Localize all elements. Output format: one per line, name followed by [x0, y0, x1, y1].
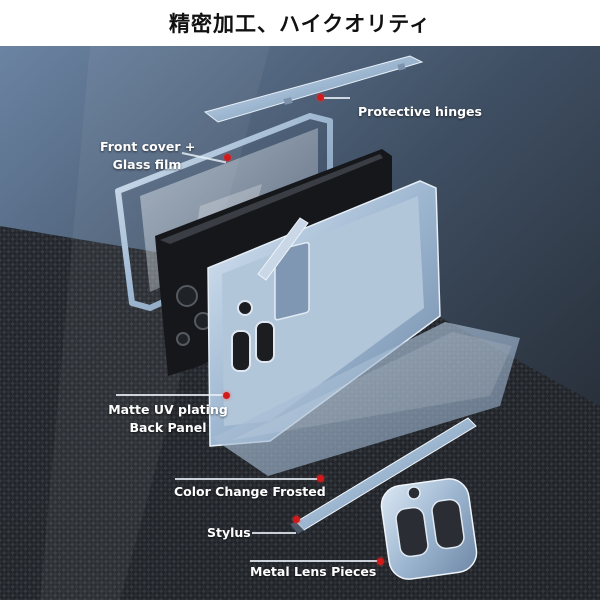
callout-dot-matte: [222, 391, 230, 399]
callout-dot-front-cover: [223, 153, 231, 161]
label-front-cover-line2: Glass film: [112, 157, 182, 172]
stylus-tip: [290, 522, 304, 534]
leader-line-lens: [250, 560, 378, 562]
page-heading: 精密加工、ハイクオリティ: [169, 12, 431, 36]
label-color-change: Color Change Frosted: [174, 484, 326, 499]
label-stylus: Stylus: [207, 525, 251, 540]
label-matte-uv: Matte UV plating Back Panel: [104, 401, 232, 437]
callout-dot-color-change: [316, 474, 324, 482]
back-panel: [212, 322, 520, 476]
callout-dot-stylus: [292, 515, 300, 523]
label-front-cover-line1: Front cover +: [100, 139, 196, 154]
case-frame: [207, 180, 441, 447]
callout-dot-lens: [376, 557, 384, 565]
leader-line-matte: [116, 394, 226, 396]
metal-lens-piece: [380, 478, 478, 580]
label-protective-hinges: Protective hinges: [358, 104, 482, 119]
product-photo: [0, 46, 600, 600]
leader-line-color-change: [175, 478, 320, 480]
callout-dot-hinges: [316, 93, 324, 101]
label-matte-uv-line1: Matte UV plating: [108, 402, 228, 417]
leader-line-stylus: [252, 532, 296, 534]
leader-line-hinges: [320, 97, 350, 99]
label-matte-uv-line2: Back Panel: [129, 420, 207, 435]
label-front-cover: Front cover + Glass film: [100, 138, 196, 174]
back-panel-sheen: [232, 332, 512, 440]
stylus-pen: [295, 417, 477, 531]
label-metal-lens: Metal Lens Pieces: [250, 564, 377, 579]
camera-cutouts: [231, 300, 275, 372]
protective-hinge-bar: [203, 55, 424, 123]
